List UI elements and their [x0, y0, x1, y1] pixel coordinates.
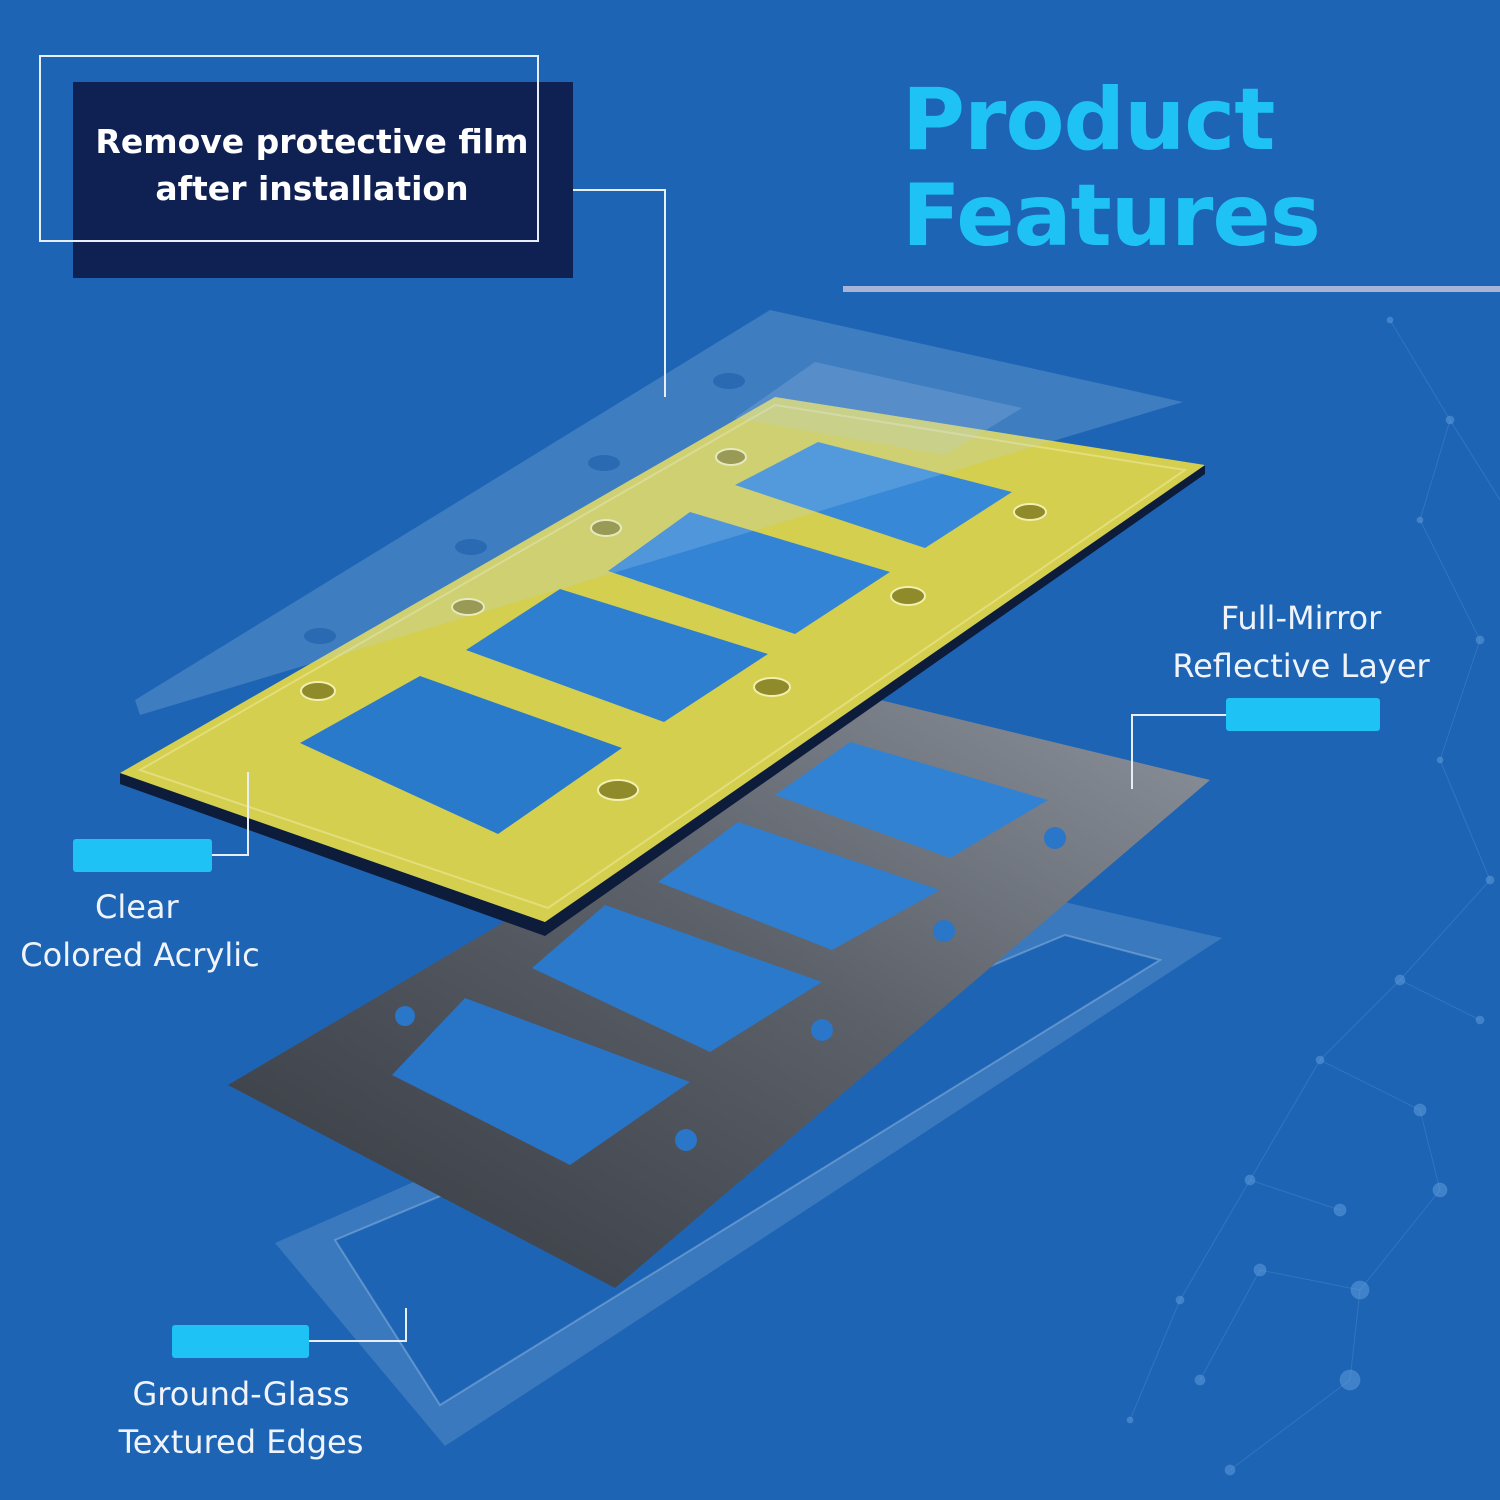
callout-acrylic-line-2: Colored Acrylic [20, 936, 260, 974]
callout-acrylic: Clear Colored Acrylic [15, 883, 265, 979]
protective-film [135, 310, 1183, 715]
note-line-2: after installation [155, 169, 469, 208]
acrylic-plate [120, 397, 1205, 936]
title-line-2: Features [902, 166, 1321, 266]
callout-ground-glass: Ground-Glass Textured Edges [110, 1370, 372, 1466]
mirror-layer [228, 700, 1210, 1288]
callout-acrylic-line-1: Clear [95, 888, 179, 926]
callout-accent-bars [73, 698, 1380, 1358]
callout-mirror-line-1: Full-Mirror [1220, 599, 1382, 637]
callout-mirror-line-2: Reflective Layer [1172, 647, 1430, 685]
note-box [73, 82, 573, 278]
protective-film-note: Remove protective film after installatio… [73, 118, 551, 212]
callout-mirror-layer: Full-Mirror Reflective Layer [1170, 594, 1432, 690]
page-title: Product Features [902, 70, 1321, 266]
callout-glass-line-1: Ground-Glass [132, 1375, 350, 1413]
note-line-1: Remove protective film [95, 122, 529, 161]
network-decoration [1126, 316, 1500, 1476]
callout-glass-line-2: Textured Edges [118, 1423, 364, 1461]
title-line-1: Product [902, 70, 1275, 170]
title-underline [843, 286, 1500, 292]
note-frame [39, 55, 539, 242]
